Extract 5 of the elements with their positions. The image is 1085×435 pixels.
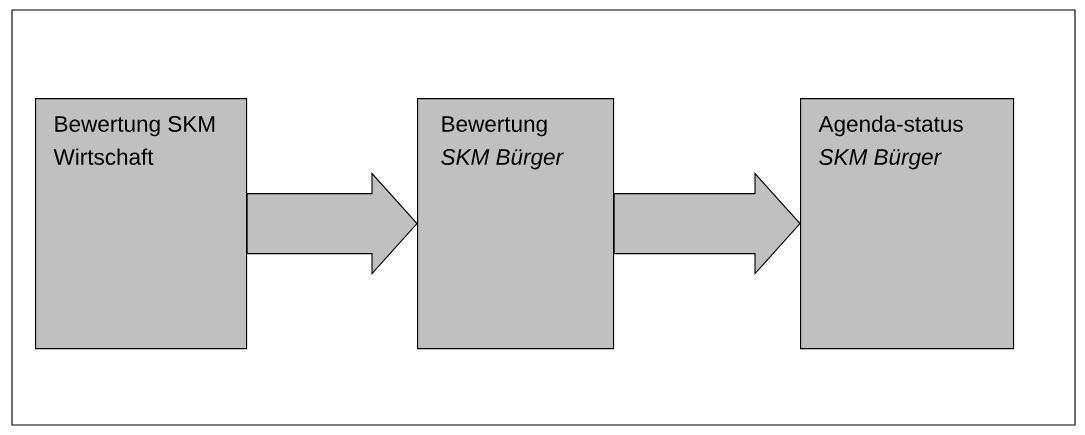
process-box: Bewertung SKM Bürger [417,98,615,350]
process-box: Bewertung SKM Wirtschaft [35,98,248,350]
block-arrow [613,172,801,276]
process-box: Agenda-status SKM Bürger [800,98,1015,350]
block-arrow [246,172,418,276]
